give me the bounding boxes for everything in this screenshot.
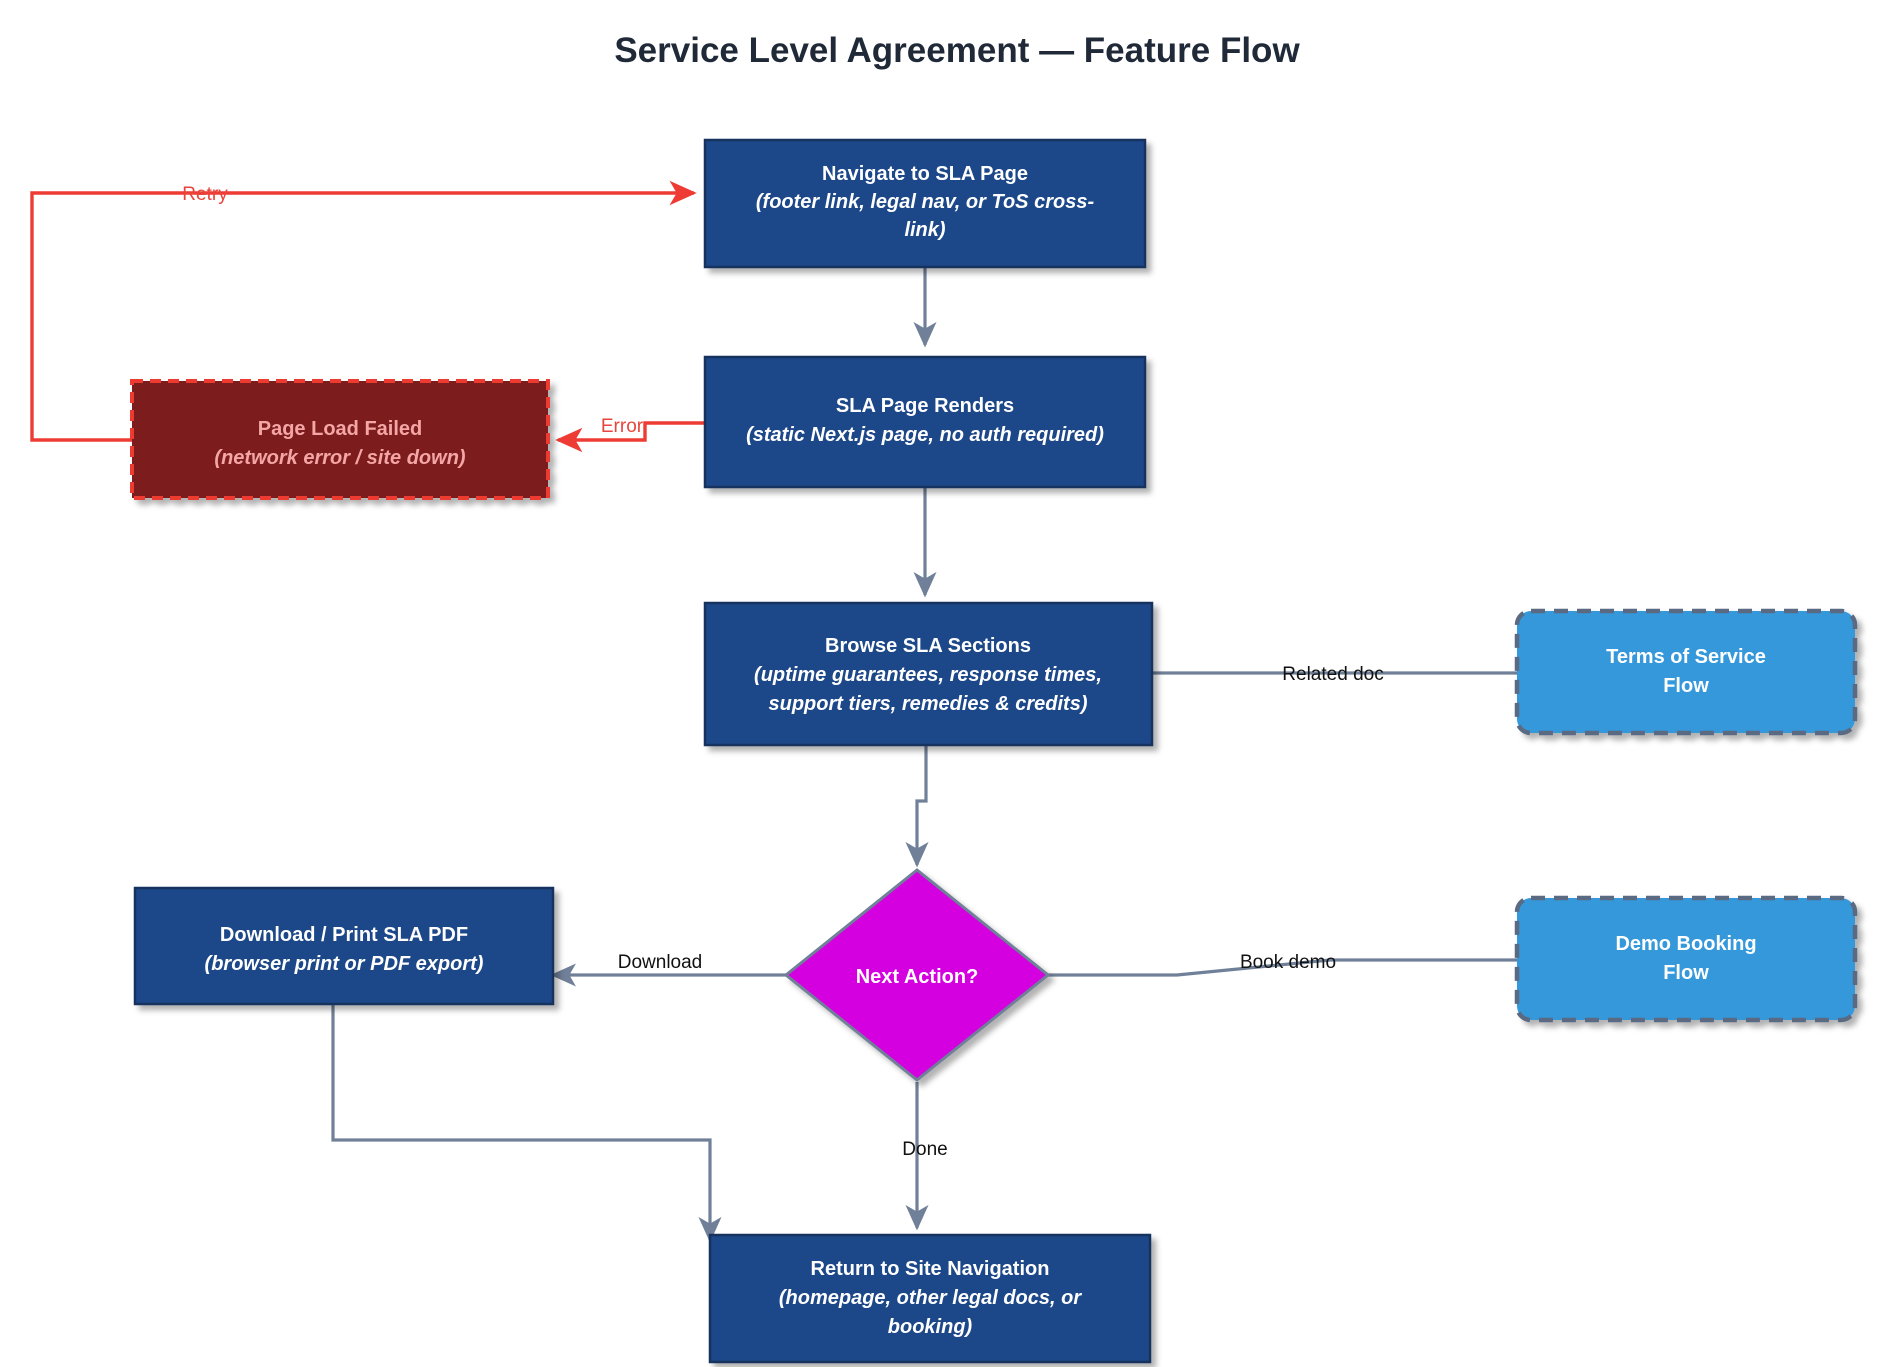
- edge-label-book-demo: Book demo: [1240, 952, 1336, 973]
- node-browse-sub-2: support tiers, remedies & credits): [769, 693, 1088, 715]
- edge-decision-to-demo: Book demo: [1048, 952, 1517, 977]
- node-download-sub-1: (browser print or PDF export): [205, 953, 484, 975]
- edge-failed-to-navigate: Retry: [30, 180, 697, 442]
- node-return-to-site-navigation[interactable]: Return to Site Navigation (homepage, oth…: [708, 1233, 1152, 1364]
- edge-browse-to-decision: [905, 745, 929, 868]
- node-tos-line-1: Terms of Service: [1606, 646, 1766, 668]
- node-page-load-failed[interactable]: Page Load Failed (network error / site d…: [130, 379, 550, 500]
- node-next-action-decision[interactable]: Next Action?: [783, 868, 1051, 1082]
- node-navigate-title: Navigate to SLA Page: [822, 163, 1028, 185]
- node-sla-page-renders[interactable]: SLA Page Renders (static Next.js page, n…: [703, 355, 1147, 489]
- edge-renders-to-failed: Error: [555, 416, 705, 453]
- node-failed-sub-1: (network error / site down): [214, 447, 465, 469]
- node-navigate-sub-2: link): [904, 219, 945, 241]
- node-browse-title: Browse SLA Sections: [825, 635, 1031, 657]
- node-navigate-to-sla-page[interactable]: Navigate to SLA Page (footer link, legal…: [703, 138, 1147, 269]
- node-return-title: Return to Site Navigation: [811, 1258, 1050, 1280]
- node-return-sub-2: booking): [888, 1316, 973, 1338]
- edge-browse-to-tos: Related doc: [1152, 664, 1517, 685]
- node-terms-of-service-flow[interactable]: Terms of Service Flow: [1514, 608, 1858, 736]
- node-renders-title: SLA Page Renders: [836, 395, 1014, 417]
- edge-label-download: Download: [618, 952, 703, 973]
- node-tos-line-2: Flow: [1663, 675, 1709, 697]
- edge-label-related-doc: Related doc: [1282, 664, 1383, 685]
- edge-label-retry: Retry: [182, 184, 228, 205]
- node-renders-sub-1: (static Next.js page, no auth required): [746, 424, 1104, 446]
- page-title: Service Level Agreement — Feature Flow: [614, 31, 1300, 70]
- node-decision-title: Next Action?: [856, 966, 979, 988]
- node-demo-booking-flow[interactable]: Demo Booking Flow: [1514, 895, 1858, 1023]
- node-demo-line-1: Demo Booking: [1615, 933, 1756, 955]
- node-navigate-sub-1: (footer link, legal nav, or ToS cross-: [756, 191, 1095, 213]
- node-download-print-sla-pdf[interactable]: Download / Print SLA PDF (browser print …: [133, 886, 555, 1006]
- edge-decision-to-download: Download: [550, 952, 786, 987]
- node-failed-title: Page Load Failed: [258, 418, 422, 440]
- node-download-title: Download / Print SLA PDF: [220, 924, 468, 946]
- edge-download-to-return: [331, 1004, 722, 1243]
- edge-label-done: Done: [902, 1139, 947, 1160]
- node-demo-line-2: Flow: [1663, 962, 1709, 984]
- node-browse-sla-sections[interactable]: Browse SLA Sections (uptime guarantees, …: [703, 601, 1154, 747]
- edge-label-error: Error: [601, 416, 644, 437]
- node-browse-sub-1: (uptime guarantees, response times,: [754, 664, 1102, 686]
- edge-decision-to-return: Done: [902, 1082, 948, 1231]
- node-return-sub-1: (homepage, other legal docs, or: [779, 1287, 1082, 1309]
